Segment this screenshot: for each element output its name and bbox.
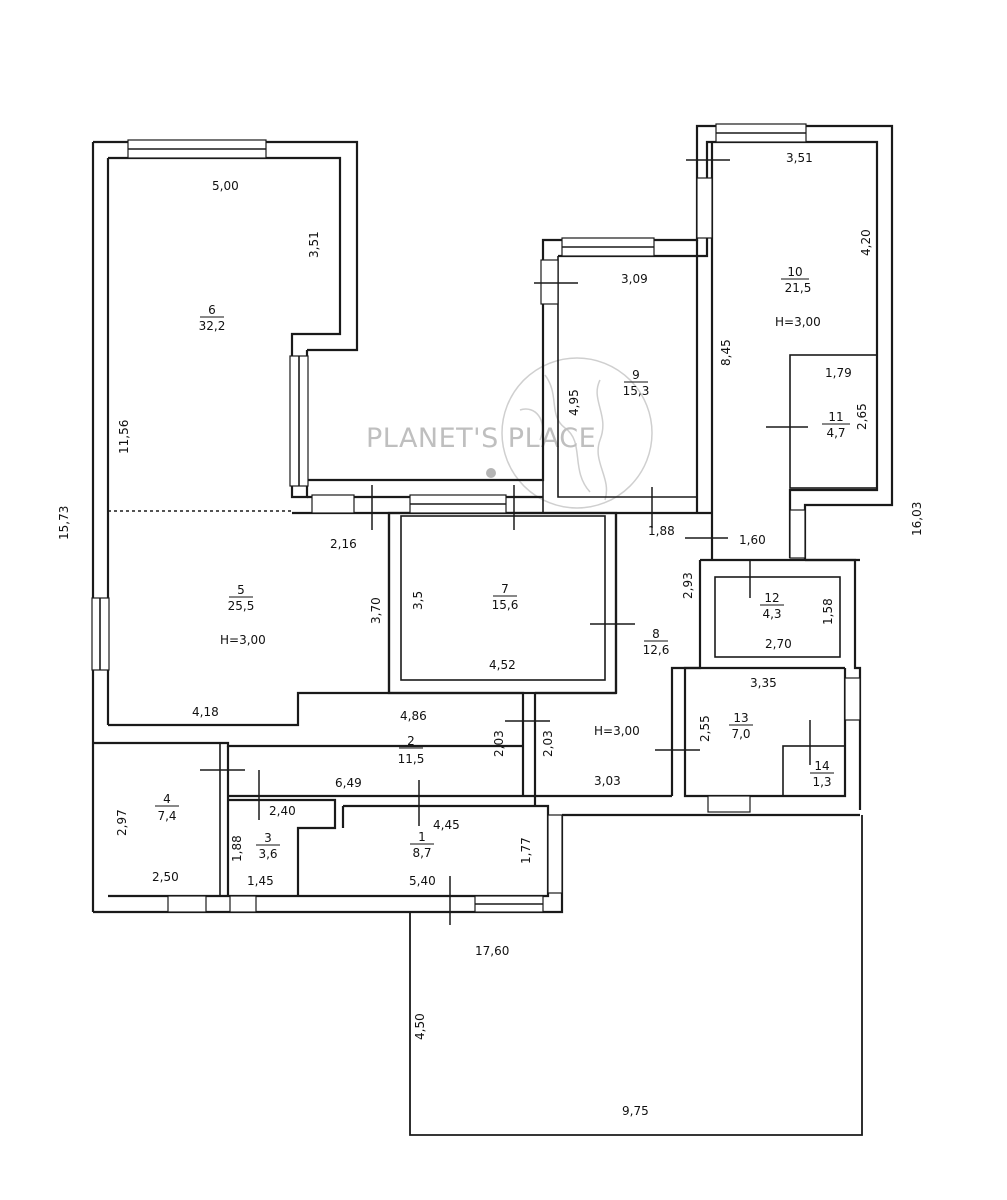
room-label-5: 5 25,5 (228, 583, 255, 613)
room-label-4: 4 7,4 (155, 792, 179, 823)
room-label-6: 6 32,2 (199, 303, 226, 333)
dim-3-51-right: 3,51 (786, 151, 813, 165)
svg-text:7,0: 7,0 (731, 727, 750, 741)
dim-4-86: 4,86 (400, 709, 427, 723)
dim-4-52: 4,52 (489, 658, 516, 672)
dim-17-60: 17,60 (475, 944, 509, 958)
svg-text:7: 7 (501, 582, 509, 596)
svg-text:1,3: 1,3 (812, 775, 831, 789)
room-label-9: 9 15,3 (623, 368, 650, 398)
room-label-13: 13 7,0 (729, 711, 753, 741)
dim-1-79: 1,79 (825, 366, 852, 380)
internal-walls (93, 256, 878, 896)
svg-text:1: 1 (418, 830, 426, 844)
svg-text:2: 2 (407, 734, 415, 748)
svg-text:9: 9 (632, 368, 640, 382)
dim-3-70: 3,70 (369, 597, 383, 624)
dim-2-65: 2,65 (855, 403, 869, 430)
room-labels: 6 32,2 5 25,5 7 15,6 8 12,6 9 15,3 10 21… (155, 265, 850, 861)
dim-5-40: 5,40 (409, 874, 436, 888)
dim-4-45: 4,45 (433, 818, 460, 832)
svg-text:4,7: 4,7 (826, 426, 845, 440)
svg-text:10: 10 (787, 265, 802, 279)
svg-text:3,6: 3,6 (258, 847, 277, 861)
dim-2-03-right: 2,03 (541, 730, 555, 757)
room-label-2: 2 11,5 (398, 734, 425, 766)
svg-text:4: 4 (163, 792, 171, 806)
dim-4-50: 4,50 (413, 1013, 427, 1040)
dim-15-73: 15,73 (57, 506, 71, 540)
watermark-dot (486, 468, 496, 478)
windows (91, 123, 861, 913)
svg-text:15,6: 15,6 (492, 598, 519, 612)
svg-text:15,3: 15,3 (623, 384, 650, 398)
dim-2-03-left: 2,03 (492, 730, 506, 757)
globe-icon (501, 357, 653, 509)
dim-1-88-wc: 1,88 (230, 835, 244, 862)
dim-3-5: 3,5 (411, 591, 425, 610)
room-label-10: 10 21,5 (781, 265, 811, 295)
height-room-10: H=3,00 (775, 315, 821, 329)
dim-1-60: 1,60 (739, 533, 766, 547)
dim-2-70: 2,70 (765, 637, 792, 651)
dim-2-50: 2,50 (152, 870, 179, 884)
dim-3-51-left: 3,51 (307, 231, 321, 258)
dim-8-45: 8,45 (719, 339, 733, 366)
dim-2-55: 2,55 (698, 715, 712, 742)
svg-text:11,5: 11,5 (398, 752, 425, 766)
height-room-8: H=3,00 (594, 724, 640, 738)
svg-text:8,7: 8,7 (412, 846, 431, 860)
svg-text:8: 8 (652, 627, 660, 641)
height-room-5: H=3,00 (220, 633, 266, 647)
dim-1-45: 1,45 (247, 874, 274, 888)
room-label-3: 3 3,6 (256, 831, 280, 861)
svg-text:12,6: 12,6 (643, 643, 670, 657)
dim-1-58: 1,58 (821, 598, 835, 625)
svg-text:6: 6 (208, 303, 216, 317)
terrace-outline (409, 815, 863, 1136)
svg-text:11: 11 (828, 410, 843, 424)
dim-3-09: 3,09 (621, 272, 648, 286)
watermark-text: PLANET'S PLACE (366, 423, 596, 454)
dim-3-35: 3,35 (750, 676, 777, 690)
svg-text:14: 14 (814, 759, 829, 773)
dimension-labels: 5,00 3,51 11,56 15,73 2,16 3,70 4,18 3,0… (57, 151, 924, 1118)
watermark: PLANET'S PLACE (366, 357, 653, 509)
svg-text:4,3: 4,3 (762, 607, 781, 621)
room-label-11: 11 4,7 (822, 410, 850, 440)
dim-9-75: 9,75 (622, 1104, 649, 1118)
svg-text:5: 5 (237, 583, 245, 597)
dim-4-20: 4,20 (859, 229, 873, 256)
dim-4-95: 4,95 (567, 389, 581, 416)
dim-3-03: 3,03 (594, 774, 621, 788)
dim-2-93: 2,93 (681, 572, 695, 599)
dim-2-16: 2,16 (330, 537, 357, 551)
dim-6-49: 6,49 (335, 776, 362, 790)
dim-16-03: 16,03 (910, 502, 924, 536)
dim-2-40: 2,40 (269, 804, 296, 818)
room-label-1: 1 8,7 (410, 830, 434, 860)
dim-11-56: 11,56 (117, 420, 131, 454)
svg-text:25,5: 25,5 (228, 599, 255, 613)
room-label-12: 12 4,3 (760, 591, 784, 621)
room-label-14: 14 1,3 (810, 759, 834, 789)
svg-text:7,4: 7,4 (157, 809, 176, 823)
dim-1-77: 1,77 (519, 837, 533, 864)
svg-text:21,5: 21,5 (785, 281, 812, 295)
dim-4-18: 4,18 (192, 705, 219, 719)
svg-text:12: 12 (764, 591, 779, 605)
dim-2-97: 2,97 (115, 809, 129, 836)
dim-5-00: 5,00 (212, 179, 239, 193)
door-markers (200, 159, 811, 925)
ceiling-heights: H=3,00 H=3,00 H=3,00 (220, 315, 821, 738)
room-label-7: 7 15,6 (492, 582, 519, 612)
outer-walls (91, 124, 894, 914)
svg-text:3: 3 (264, 831, 272, 845)
svg-text:32,2: 32,2 (199, 319, 226, 333)
dim-1-88-hall: 1,88 (648, 524, 675, 538)
svg-text:13: 13 (733, 711, 748, 725)
room-label-8: 8 12,6 (643, 627, 670, 657)
